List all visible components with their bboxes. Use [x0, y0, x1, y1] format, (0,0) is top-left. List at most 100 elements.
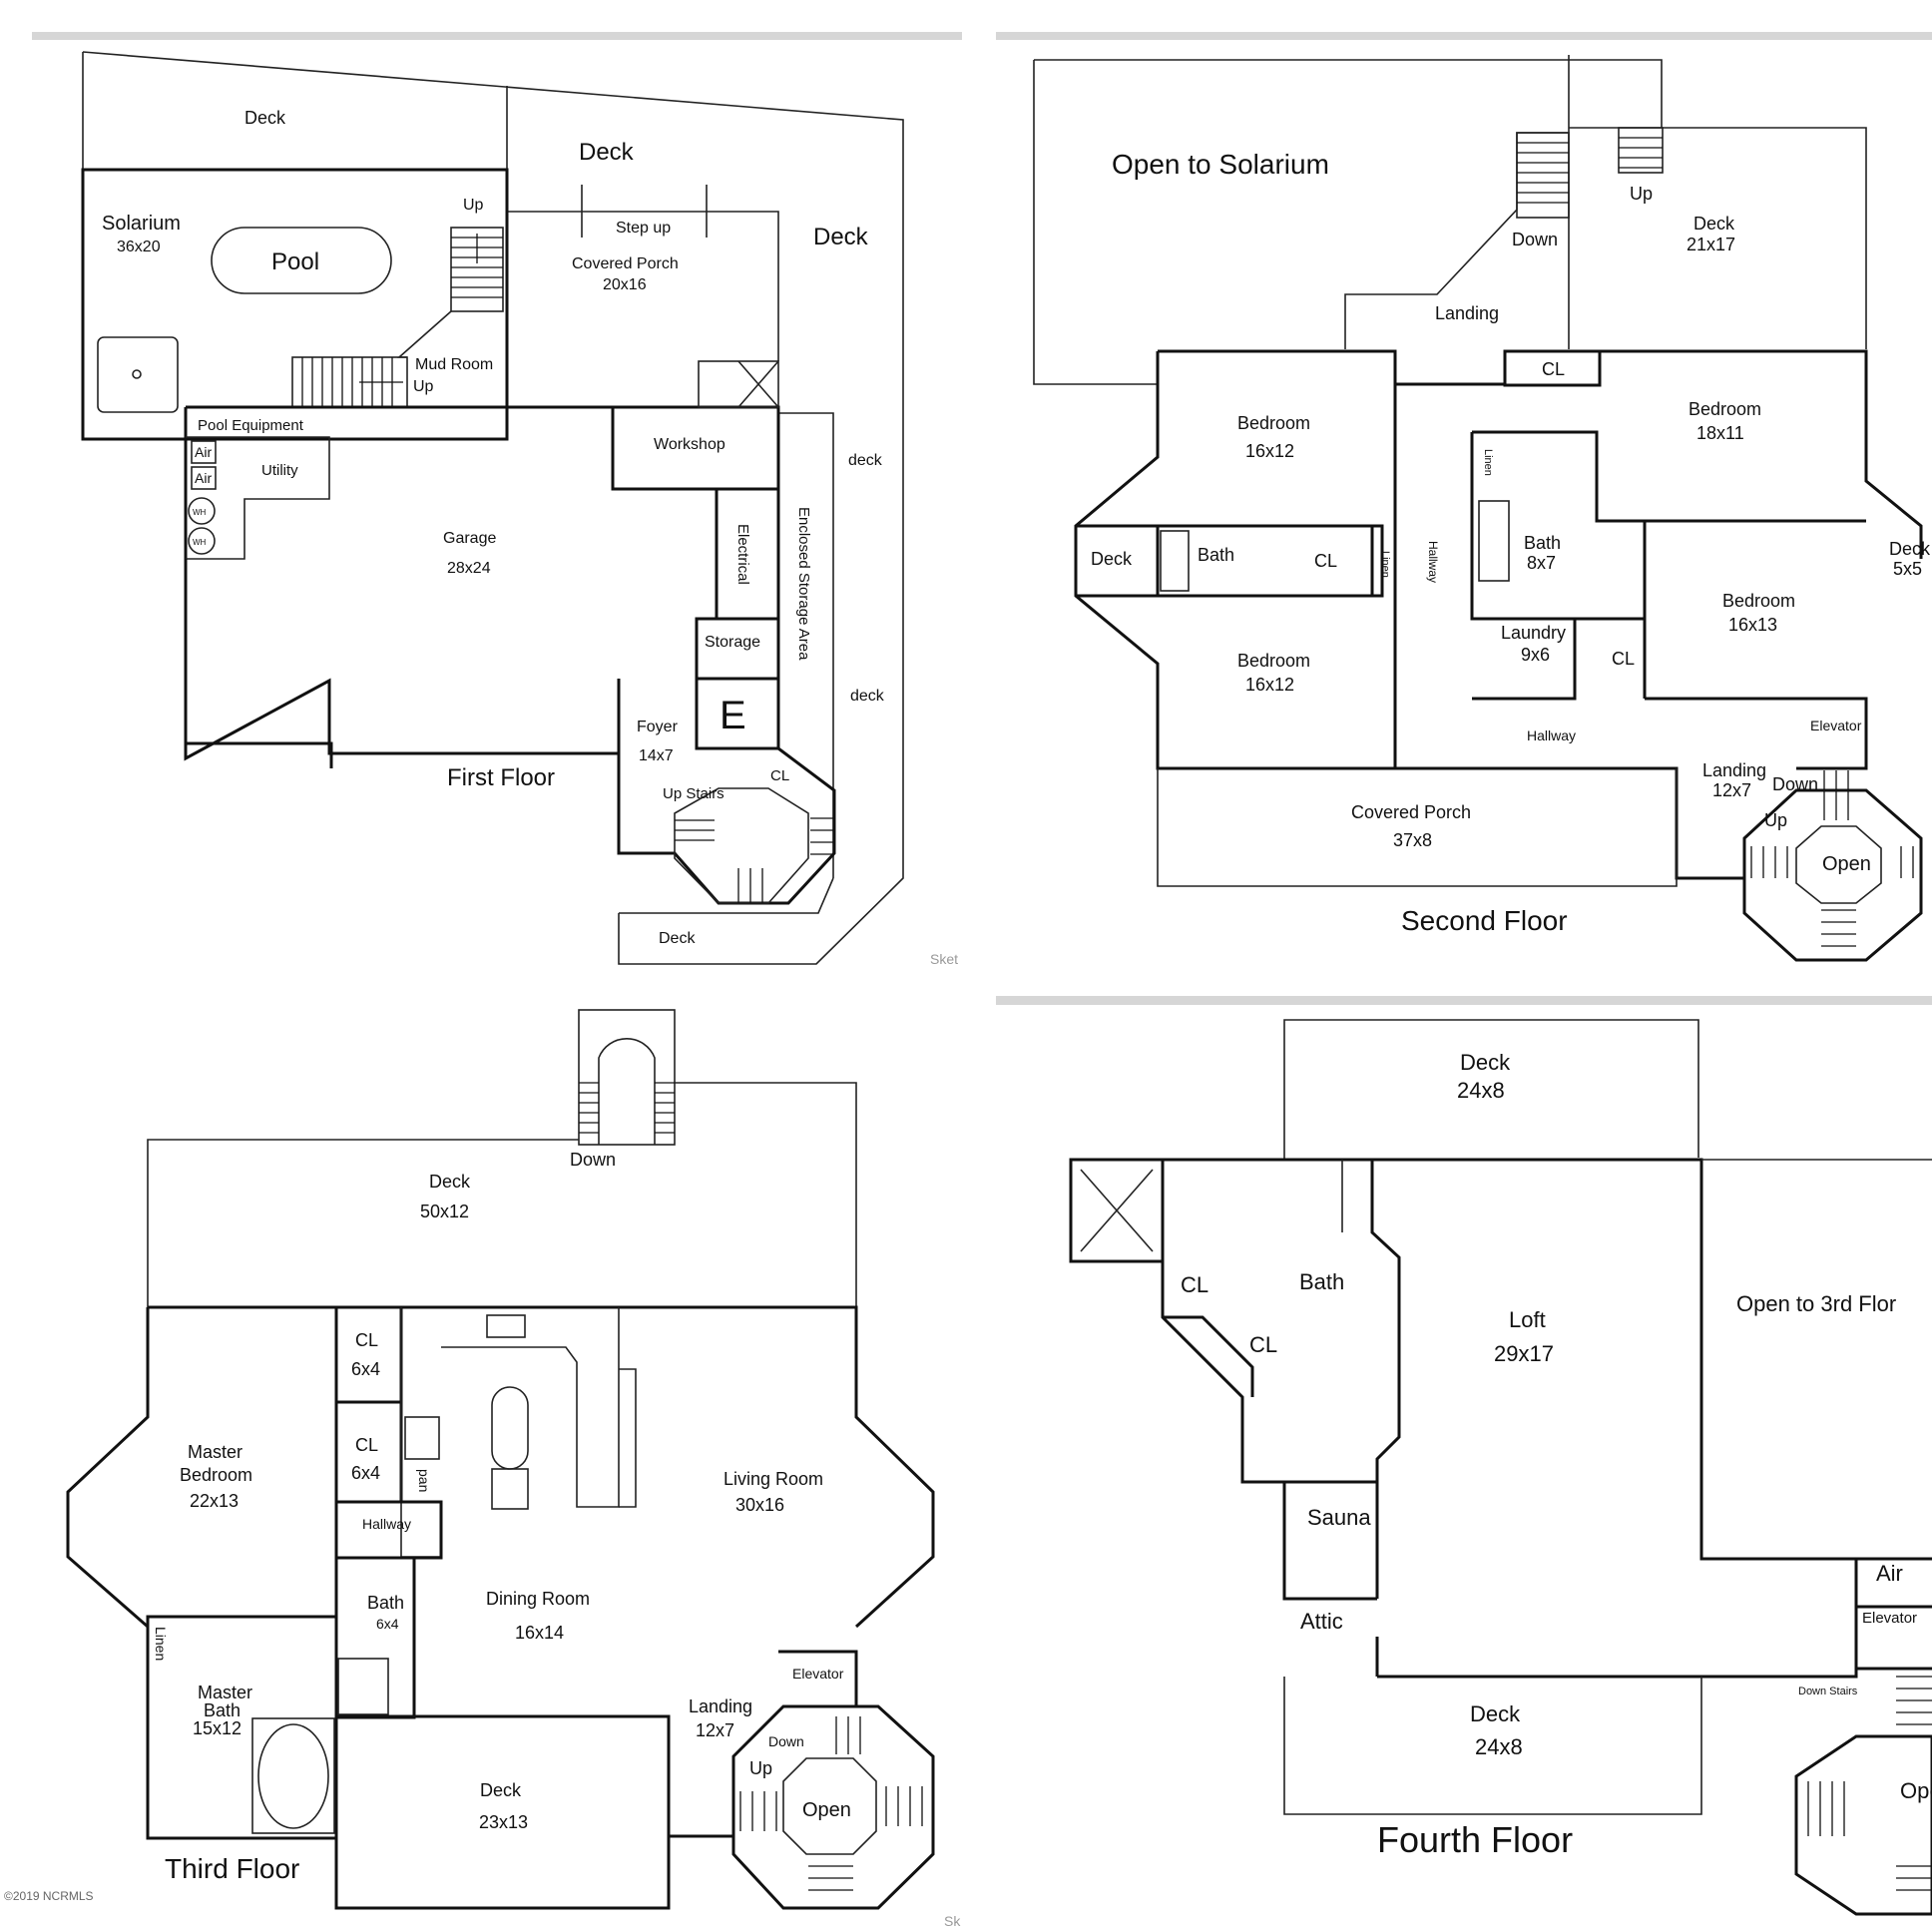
second-stairs-up [1618, 127, 1664, 174]
enclosed-storage-label: Enclosed Storage Area [795, 507, 812, 661]
second-tub [1160, 530, 1190, 592]
up-stairs-label: Up Stairs [663, 785, 724, 802]
fourth-deck-top-size: 24x8 [1457, 1078, 1505, 1103]
pool-shape [211, 227, 392, 294]
linen-a-label: Linen [1379, 551, 1391, 578]
pan-label: pan [416, 1469, 432, 1492]
second-floor-plan: Open to Solarium Down Up Deck 21x17 Land… [1033, 55, 1931, 962]
master-bedroom-1: Master [188, 1442, 242, 1462]
loft-label: Loft [1509, 1307, 1546, 1332]
garage-size: 28x24 [447, 560, 491, 577]
linen-b-label: Linen [1482, 449, 1494, 476]
third-floor-plan: Down Deck 50x12 CL 6x4 CL 6x4 pan Master… [66, 1009, 961, 1929]
second-cl-mid: CL [1314, 551, 1337, 571]
third-sketch-partial: Sk [944, 1913, 961, 1929]
master-bedroom-2: Bedroom [180, 1465, 252, 1485]
dining-room-label: Dining Room [486, 1589, 590, 1609]
open-solarium-label: Open to Solarium [1112, 149, 1329, 180]
third-down-b: Down [768, 1733, 804, 1749]
solarium-outline-left [1033, 60, 1158, 385]
fourth-floor-plan: Deck 24x8 CL Bath CL Loft 29x17 Open to … [1069, 1019, 1932, 1916]
covered-porch-label: Covered Porch [572, 255, 679, 272]
watermark: ©2019 NCRMLS [4, 1889, 94, 1903]
solarium-stairs [450, 227, 504, 312]
covered-porch-walls [1157, 768, 1678, 887]
solarium-up-label: Up [463, 197, 484, 214]
covered-porch-outline [507, 211, 779, 361]
second-up-b: Up [1764, 810, 1787, 830]
air-label-1: Air [195, 444, 212, 460]
fourth-cl2: CL [1249, 1332, 1277, 1357]
fourth-floor-title: Fourth Floor [1377, 1819, 1573, 1860]
master-tub-basin [257, 1723, 329, 1829]
second-deck-size: 21x17 [1687, 235, 1735, 254]
shower-x2 [1080, 1169, 1154, 1252]
kitchen-counter [619, 1368, 637, 1508]
bedroom-a-walls [1158, 349, 1397, 768]
dining-room-size: 16x14 [515, 1623, 564, 1643]
wh-label-1: WH [193, 508, 207, 517]
fourth-elevator: Elevator [1862, 1610, 1917, 1627]
hallway-h-label: Hallway [1527, 727, 1576, 743]
third-cl2: CL [355, 1435, 378, 1455]
second-down-label: Down [1512, 230, 1558, 249]
bedroom-c-bottom [1645, 697, 1868, 768]
fourth-bath: Bath [1299, 1269, 1344, 1294]
third-deck-bottom: Deck [480, 1780, 522, 1800]
fourth-bottom-walls [1377, 1605, 1932, 1679]
kitchen-island-outline [441, 1307, 620, 1508]
workshop-label: Workshop [654, 436, 725, 453]
covered-porch-size: 20x16 [603, 276, 647, 293]
bath-mid-walls [1470, 432, 1647, 699]
first-floor-spiral-stairs [675, 817, 833, 903]
hot-tub-shape [97, 336, 179, 413]
third-bath-size: 6x4 [376, 1616, 399, 1632]
third-bath: Bath [367, 1593, 404, 1613]
first-floor-stair-octagon [674, 787, 809, 904]
fourth-air: Air [1876, 1561, 1903, 1586]
second-deck-label: Deck [1693, 214, 1735, 234]
foyer-size: 14x7 [639, 747, 674, 764]
third-elevator [778, 1650, 858, 1706]
first-deck-label-a: Deck [244, 108, 286, 128]
mud-room-label: Mud Room [415, 356, 493, 373]
third-up: Up [749, 1758, 772, 1778]
cl1-walls [334, 1305, 403, 1404]
third-deck-top: Deck [429, 1172, 471, 1192]
third-open: Open [802, 1799, 851, 1821]
first-cl-label: CL [770, 767, 789, 784]
laundry-cl: CL [1612, 649, 1635, 669]
third-elevator: Elevator [792, 1666, 844, 1682]
bath-walls [334, 1556, 416, 1719]
fourth-elevator-wall [1854, 1657, 1932, 1671]
air-unit-2 [191, 466, 217, 490]
third-cl2-size: 6x4 [351, 1463, 380, 1483]
second-bath-left: Bath [1198, 545, 1234, 565]
first-deck-label-c: Deck [813, 224, 869, 250]
third-deck-top-size: 50x12 [420, 1202, 469, 1221]
third-landing: Landing [689, 1696, 752, 1716]
elevator-mark: E [720, 694, 746, 737]
master-tub [251, 1717, 335, 1834]
utility-label: Utility [261, 462, 298, 479]
third-spiral-stairs [739, 1716, 923, 1891]
fourth-cl-walls [1163, 1315, 1254, 1397]
air-label-2: Air [195, 470, 212, 486]
bedroom-d-size: 16x12 [1245, 675, 1294, 695]
mud-room-up-label: Up [413, 378, 434, 395]
sink [486, 1314, 526, 1338]
panel-top-bar-2 [996, 32, 1932, 40]
foyer-label: Foyer [637, 719, 679, 735]
porch-equipment-x2 [737, 360, 779, 408]
third-left-walls [66, 1307, 336, 1840]
fourth-cl1: CL [1181, 1272, 1208, 1297]
fourth-top-walls [1071, 1158, 1932, 1561]
open-3rd-label: Open to 3rd Flor [1736, 1291, 1896, 1316]
air-unit-1 [191, 440, 217, 464]
bedroom-c-label: Bedroom [1722, 591, 1795, 611]
fourth-deck-bottom-outline [1283, 1677, 1702, 1815]
step-up-label: Step up [616, 220, 671, 237]
laundry-walls [1472, 619, 1577, 701]
third-open-octagon [782, 1757, 877, 1855]
sauna-label: Sauna [1307, 1505, 1371, 1530]
